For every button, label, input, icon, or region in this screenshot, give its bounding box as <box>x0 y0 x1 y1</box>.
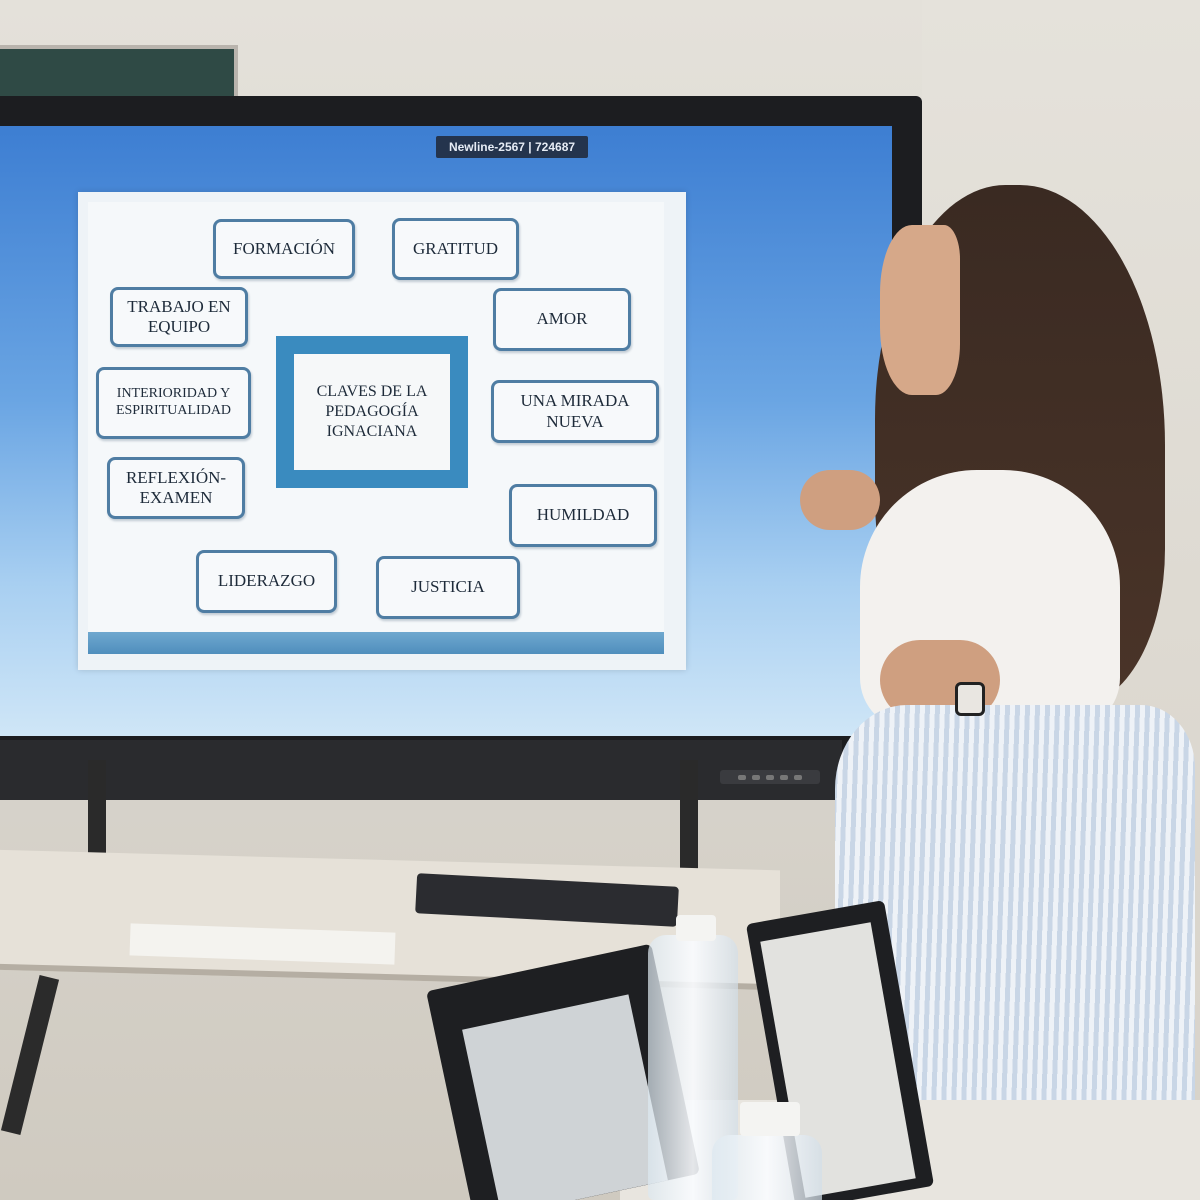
tv-buttons <box>720 770 820 784</box>
tv-stand-leg <box>680 760 698 880</box>
tv-stand-leg <box>88 760 106 880</box>
tv-bezel-bottom <box>0 740 842 800</box>
smartwatch <box>955 682 985 716</box>
presenter-face <box>880 225 960 395</box>
keyword-formacion: FORMACIÓN <box>213 219 355 279</box>
keyword-reflexion-examen: REFLEXIÓN-EXAMEN <box>107 457 245 519</box>
bottle-cap <box>676 915 716 941</box>
keyword-amor: AMOR <box>493 288 631 351</box>
desk-leg <box>0 974 60 1136</box>
bottle-cap-2 <box>740 1102 800 1136</box>
keyword-trabajo-en-equipo: TRABAJO EN EQUIPO <box>110 287 248 347</box>
slide-footer-bar <box>88 632 664 654</box>
presenter-hand <box>800 470 880 530</box>
center-concept: CLAVES DE LA PEDAGOGÍA IGNACIANA <box>294 354 450 470</box>
keyword-interioridad: INTERIORIDAD Y ESPIRITUALIDAD <box>96 367 251 439</box>
keyword-liderazgo: LIDERAZGO <box>196 550 337 613</box>
screen-share-tag: Newline-2567 | 724687 <box>436 136 588 158</box>
keyword-gratitud: GRATITUD <box>392 218 519 280</box>
center-concept-frame: CLAVES DE LA PEDAGOGÍA IGNACIANA <box>276 336 468 488</box>
keyword-justicia: JUSTICIA <box>376 556 520 619</box>
keyword-humildad: HUMILDAD <box>509 484 657 547</box>
water-bottle-2 <box>712 1135 822 1200</box>
keyword-una-mirada-nueva: UNA MIRADA NUEVA <box>491 380 659 443</box>
